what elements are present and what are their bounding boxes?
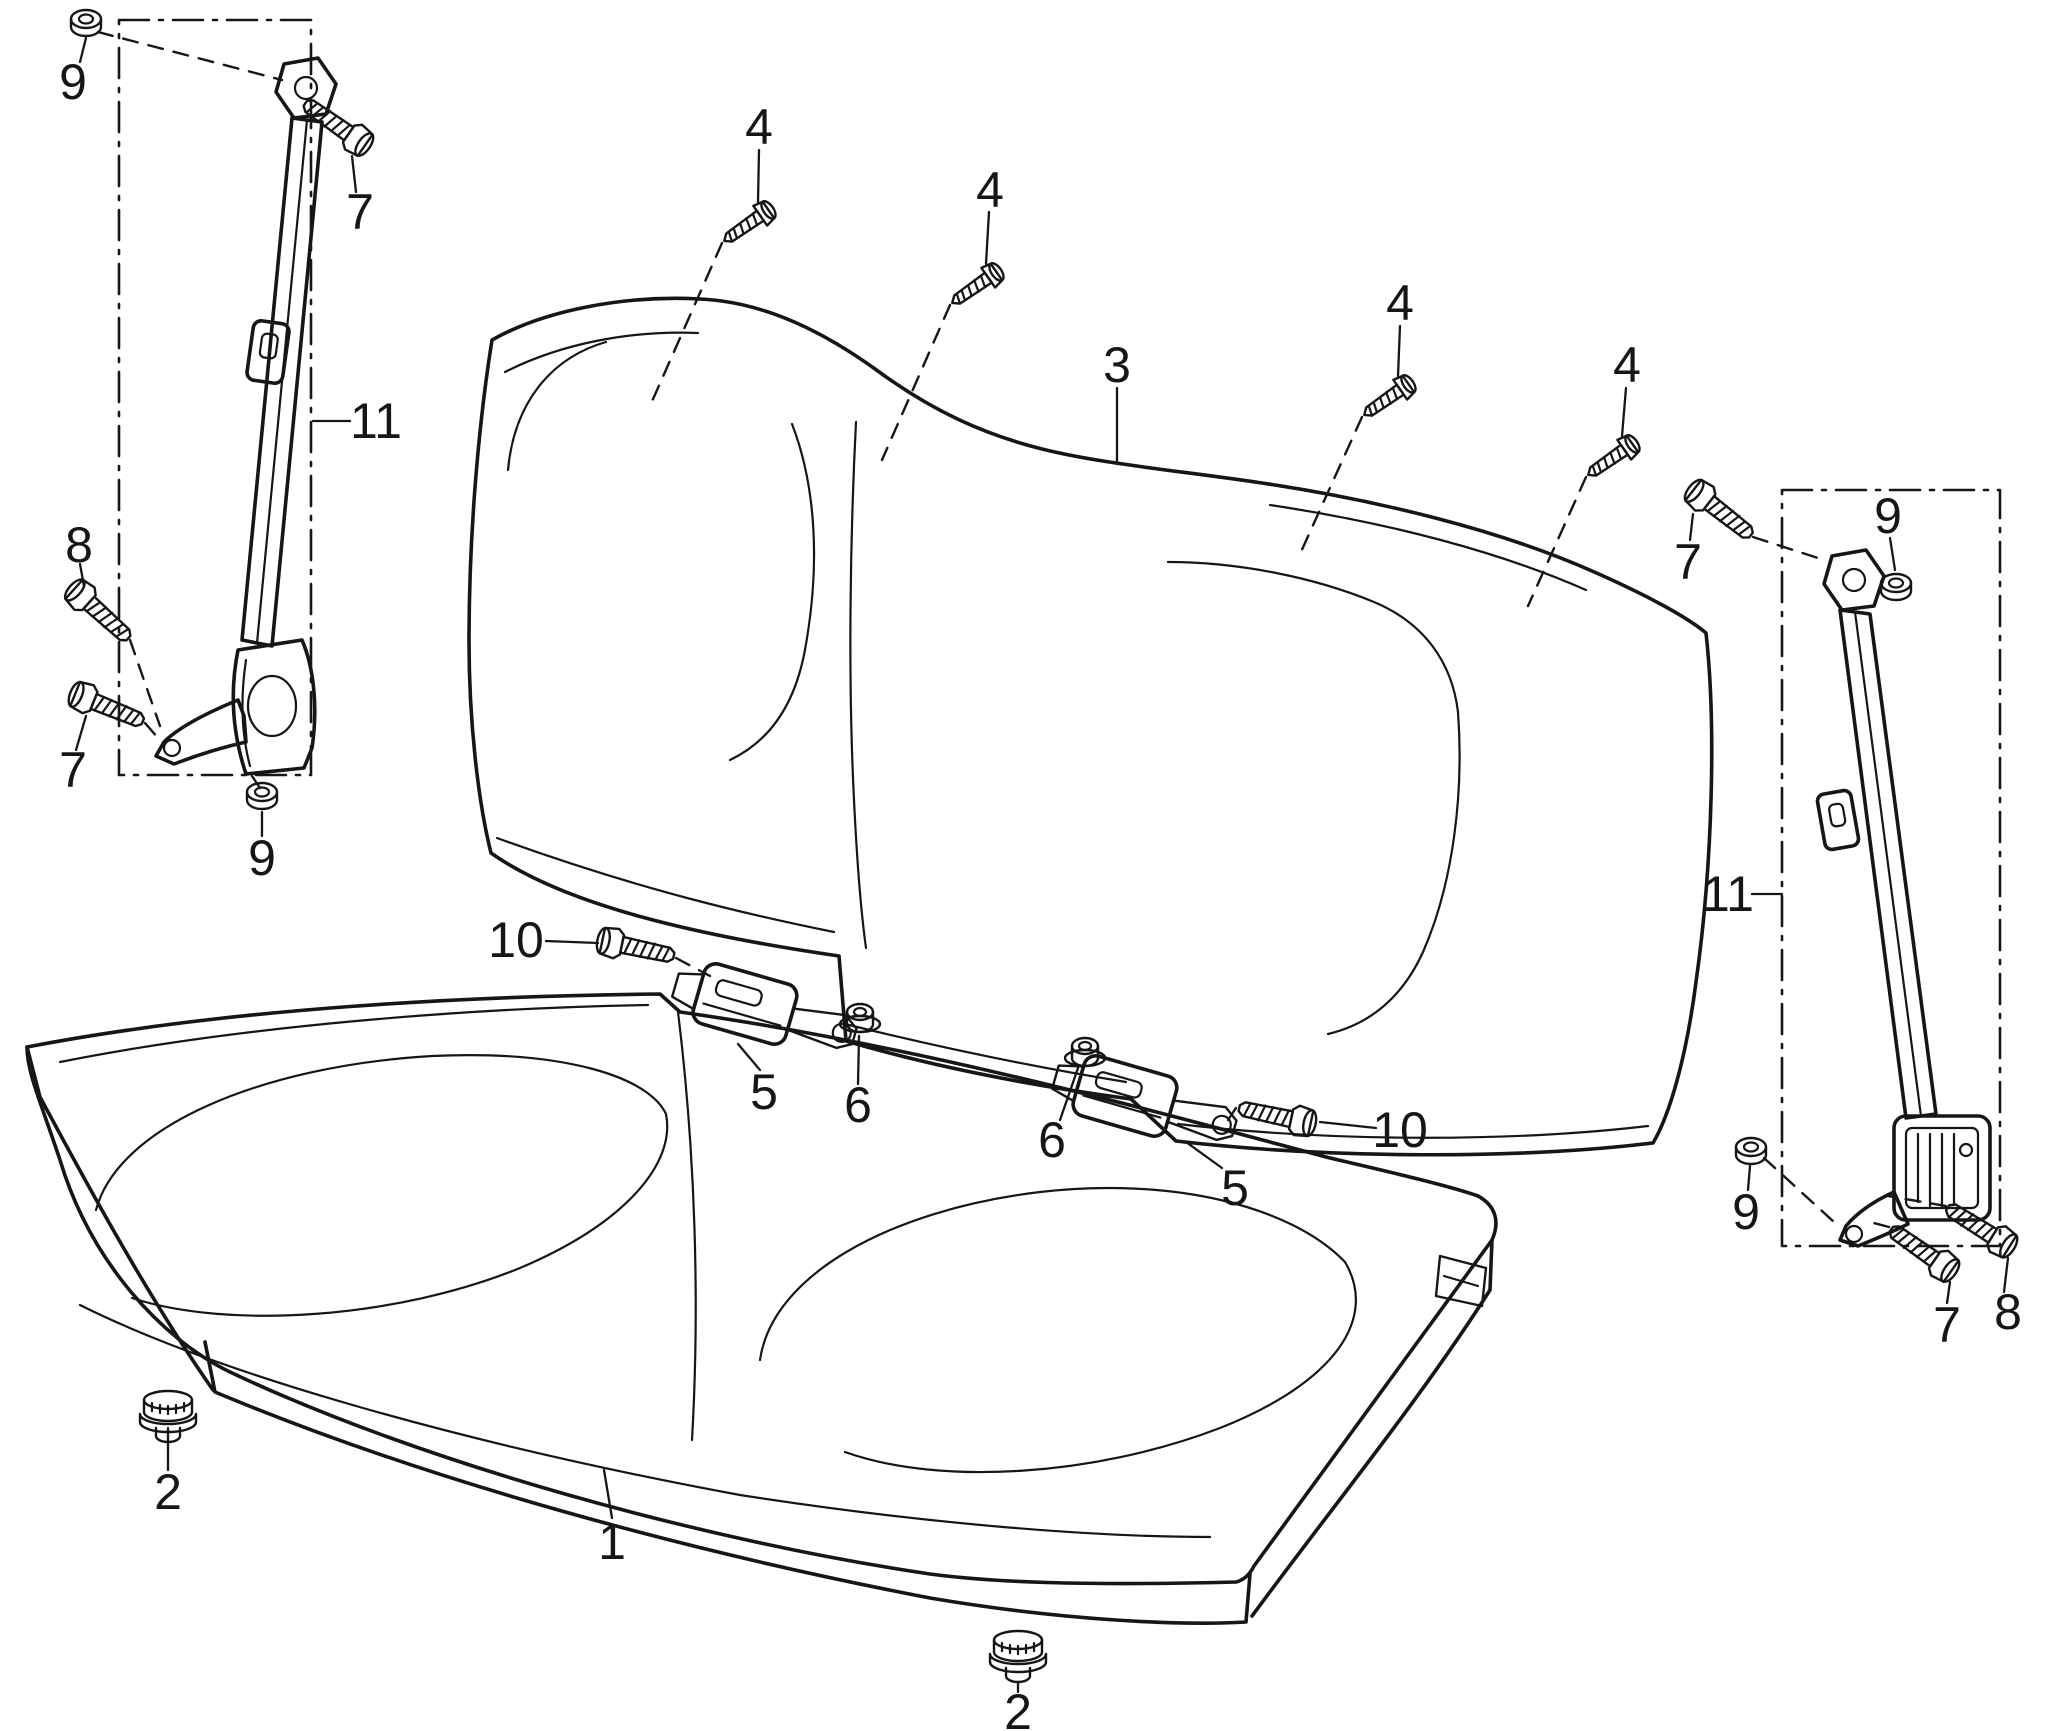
fasteners (59, 8, 2023, 1684)
left-seatbelt-assembly (154, 56, 338, 776)
callout-8-right: 8 (1994, 1284, 2022, 1340)
bolt-icon-lower-left (63, 677, 150, 737)
nut-icon-lower-left (245, 781, 279, 811)
callout-11-left: 11 (350, 393, 402, 449)
left-buckle-graphic (665, 952, 865, 1068)
screw-icon-3 (1356, 370, 1421, 426)
seat-cushion-graphic (25, 992, 1498, 1625)
clip-icon-right (988, 1629, 1048, 1684)
seat-back-graphic (467, 296, 1714, 1157)
nut-icon-lower-right (1734, 1136, 1768, 1166)
callout-9-upper-right: 9 (1874, 488, 1902, 544)
callout-7-upper-left: 7 (346, 184, 374, 240)
callout-4-first: 4 (745, 99, 773, 155)
callout-1-cushion: 1 (598, 1514, 626, 1570)
screw-icon-1 (716, 196, 781, 252)
callout-2-left: 2 (154, 1464, 182, 1520)
callout-10-left: 10 (488, 912, 544, 968)
screw-icon-2 (944, 258, 1009, 314)
right-assembly-boundary-box (1780, 488, 2002, 1248)
callout-10-right: 10 (1372, 1102, 1428, 1158)
bolt-icon-lower-right (1881, 1215, 1966, 1288)
callout-7-upper-right: 7 (1674, 534, 1702, 590)
left-assembly-boundary-box (117, 18, 313, 777)
callout-11-right: 11 (1702, 866, 1754, 922)
callout-5-right: 5 (1221, 1160, 1249, 1216)
screw-icon-4 (1580, 430, 1645, 486)
callout-2-right: 2 (1004, 1684, 1032, 1731)
bolt-icon-mid-left (59, 573, 140, 651)
callout-3-seat-back: 3 (1103, 337, 1131, 393)
callout-4-third: 4 (1386, 275, 1414, 331)
callout-9-upper-left: 9 (59, 54, 87, 110)
callout-7-lower-right: 7 (1933, 1297, 1961, 1353)
bolt-icon-upper-left (295, 89, 380, 162)
callout-7-lower-left: 7 (59, 742, 87, 798)
callout-leader-lines (74, 36, 2010, 1694)
callout-8-left: 8 (65, 517, 93, 573)
bolt-icon-buckle-left (593, 923, 679, 972)
right-seatbelt-assembly (1815, 548, 1992, 1248)
callout-4-fourth: 4 (1613, 337, 1641, 393)
nut-icon-upper-right (1879, 572, 1913, 602)
callout-6-left: 6 (844, 1077, 872, 1133)
callout-5-left: 5 (750, 1064, 778, 1120)
assembly-guide-lines (96, 30, 1948, 1229)
callout-9-lower-right: 9 (1732, 1184, 1760, 1240)
callout-4-second: 4 (976, 162, 1004, 218)
bolt-icon-far-right (1938, 1193, 2023, 1264)
callout-6-right: 6 (1038, 1112, 1066, 1168)
nut-icon-upper-left (69, 8, 103, 38)
callout-9-lower-left: 9 (248, 830, 276, 886)
